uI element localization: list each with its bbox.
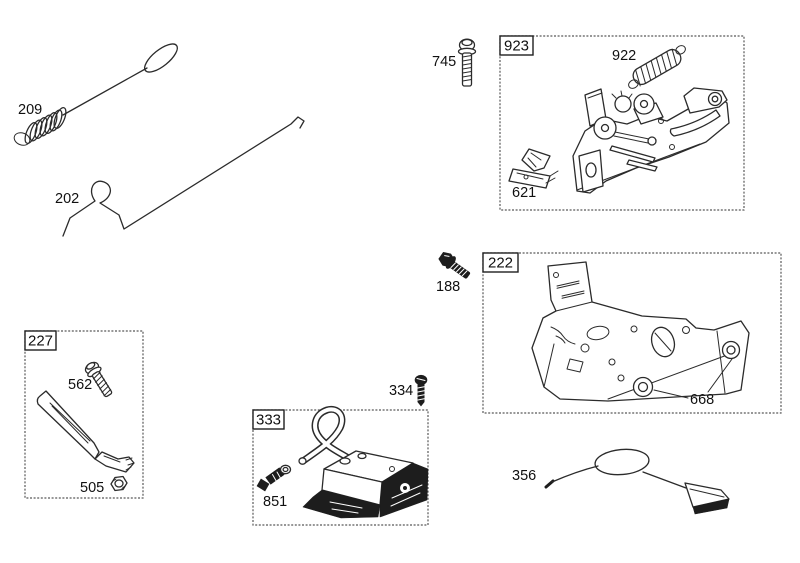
group-227-label-box bbox=[24, 330, 57, 351]
part-label-505: 505 bbox=[80, 480, 104, 496]
part-label-668: 668 bbox=[690, 392, 714, 408]
part-188-bolt bbox=[438, 252, 471, 279]
group-box-227: 227 bbox=[24, 330, 144, 499]
part-label-202: 202 bbox=[55, 191, 79, 207]
part-356-stop-wire bbox=[544, 448, 730, 515]
part-label-356: 356 bbox=[512, 468, 536, 484]
part-label-562: 562 bbox=[68, 377, 92, 393]
part-label-621: 621 bbox=[512, 185, 536, 201]
part-227-strap bbox=[36, 390, 135, 473]
part-851-elbow-terminal bbox=[256, 464, 292, 492]
group-333-label: 333 bbox=[256, 412, 281, 429]
group-box-222: 222 bbox=[482, 252, 782, 414]
part-label-851: 851 bbox=[263, 494, 287, 510]
group-923-label-box bbox=[499, 35, 534, 56]
group-222-label-box bbox=[482, 252, 519, 273]
part-745-screw bbox=[457, 38, 477, 87]
part-333-ignition-coil bbox=[298, 405, 429, 519]
part-923-control-bracket-assembly bbox=[572, 87, 730, 194]
part-334-screw bbox=[414, 374, 428, 407]
group-227-border bbox=[24, 330, 144, 499]
part-209-spring bbox=[13, 43, 178, 146]
part-label-209: 209 bbox=[18, 102, 42, 118]
part-label-334: 334 bbox=[389, 383, 413, 399]
group-222-border bbox=[482, 252, 782, 414]
part-668-grommet-leaders bbox=[653, 358, 733, 399]
group-box-923: 923 bbox=[499, 35, 745, 211]
part-label-922: 922 bbox=[612, 48, 636, 64]
part-505-nut bbox=[110, 475, 128, 492]
part-222-bracket bbox=[531, 261, 750, 402]
group-333-label-box bbox=[252, 409, 285, 430]
group-923-border bbox=[499, 35, 745, 211]
part-label-188: 188 bbox=[436, 279, 460, 295]
group-923-label: 923 bbox=[504, 38, 529, 55]
part-562-screw bbox=[84, 361, 113, 398]
group-222-label: 222 bbox=[488, 255, 513, 272]
part-202-link-rod bbox=[62, 116, 305, 237]
part-922-spring bbox=[628, 45, 686, 89]
group-227-label: 227 bbox=[28, 333, 53, 350]
part-621-clip bbox=[508, 148, 559, 189]
part-label-745: 745 bbox=[432, 54, 456, 70]
